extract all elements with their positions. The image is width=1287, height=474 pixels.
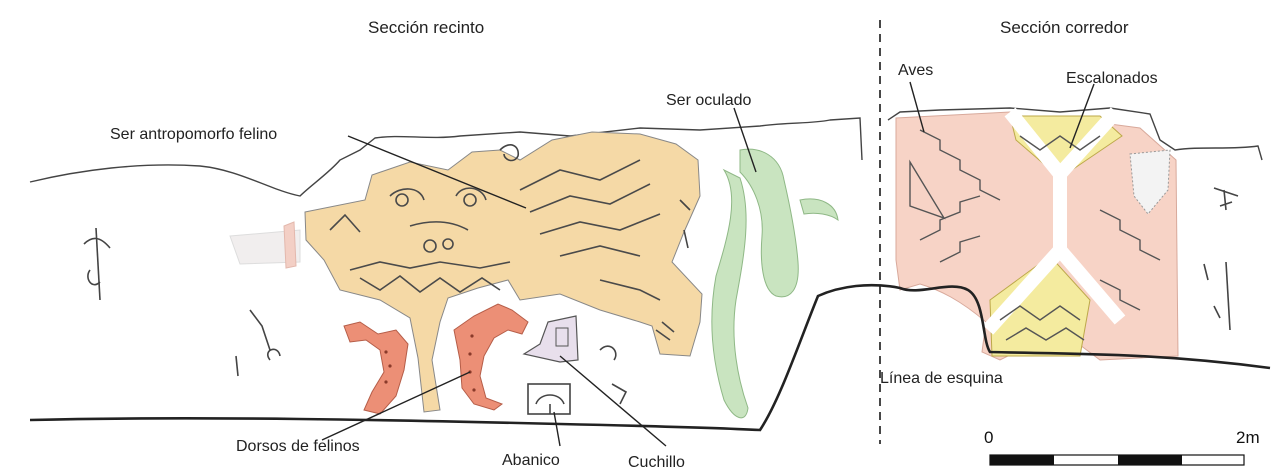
scale-bar bbox=[989, 454, 1245, 466]
label-ser-oculado: Ser oculado bbox=[666, 92, 752, 109]
ground-line bbox=[29, 283, 1271, 432]
wall-top-outline-right bbox=[887, 107, 1263, 161]
label-abanico: Abanico bbox=[502, 452, 560, 469]
wall-top-outline bbox=[29, 117, 863, 197]
feline-body bbox=[304, 131, 703, 413]
label-dorsos: Dorsos de felinos bbox=[236, 438, 360, 455]
section-title-corredor: Sección corredor bbox=[1000, 18, 1129, 37]
pink-shape-left bbox=[283, 221, 297, 269]
label-cuchillo: Cuchillo bbox=[628, 454, 685, 471]
knife-shape bbox=[522, 315, 579, 363]
pale-shape-left bbox=[229, 229, 301, 265]
feline-back-right bbox=[453, 303, 529, 411]
knife-inner bbox=[555, 327, 569, 347]
leader-lines bbox=[321, 81, 1095, 447]
scale-end-label: 2m bbox=[1236, 428, 1260, 447]
feline-face bbox=[329, 159, 675, 341]
misc-glyphs bbox=[83, 144, 1239, 405]
oculado-right-figure bbox=[739, 148, 799, 298]
fan-shape bbox=[527, 383, 571, 415]
corridor-steps bbox=[909, 129, 1161, 341]
corridor-cross bbox=[982, 107, 1126, 335]
feline-back-dots bbox=[384, 334, 476, 392]
label-linea-esquina: Línea de esquina bbox=[880, 370, 1003, 387]
feline-back-left bbox=[343, 321, 409, 415]
stipple-area bbox=[1129, 149, 1171, 215]
label-ser-antropomorfo: Ser antropomorfo felino bbox=[110, 126, 278, 143]
section-title-recinto: Sección recinto bbox=[368, 18, 485, 37]
oculado-left-figure bbox=[711, 168, 749, 419]
label-aves: Aves bbox=[898, 62, 934, 79]
oculado-arm bbox=[799, 198, 839, 222]
label-escalonados: Escalonados bbox=[1066, 70, 1158, 87]
scale-start-label: 0 bbox=[984, 428, 994, 447]
